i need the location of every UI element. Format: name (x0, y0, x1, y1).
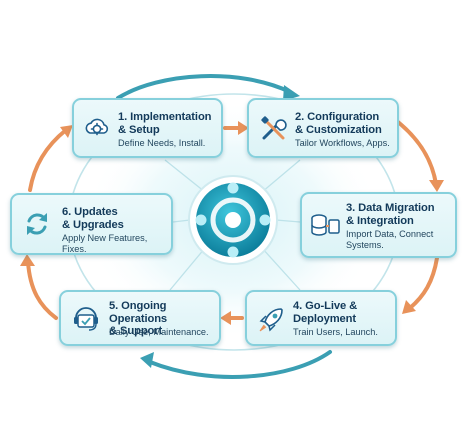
sync-icon (27, 213, 47, 235)
step-title: 1. Implementation & Setup (118, 111, 212, 136)
step-description: Import Data, Connect Systems. (346, 229, 434, 250)
arrow-2-3 (396, 120, 438, 186)
step-description: Daily Use, Maintenance. (109, 327, 209, 337)
step-description: Apply New Features, Fixes. (62, 233, 148, 254)
gear-cloud-icon (85, 118, 109, 136)
arrow-5-6 (26, 260, 58, 320)
center-hub (225, 212, 241, 228)
step-description: Train Users, Launch. (293, 327, 378, 337)
center-node-left (195, 214, 207, 226)
step-card-data-migration: 3. Data Migration & Integration Import D… (300, 192, 457, 258)
step-card-updates: 6. Updates & Upgrades Apply New Features… (10, 193, 173, 255)
step-title: 3. Data Migration & Integration (346, 202, 435, 227)
step-title: 2. Configuration & Customization (295, 111, 382, 136)
step-title: 4. Go-Live & Deployment (293, 300, 358, 325)
rocket-icon (259, 308, 283, 332)
step-description: Tailor Workflows, Apps. (295, 138, 390, 148)
step-card-configuration: 2. Configuration & Customization Tailor … (247, 98, 399, 158)
arrowheads (20, 85, 444, 368)
step-card-operations: 5. Ongoing Operations & Support Daily Us… (59, 290, 221, 346)
arrow-6-1 (28, 128, 68, 192)
arrow-bottom (148, 350, 332, 379)
connector-lines (164, 159, 301, 291)
step-card-go-live: 4. Go-Live & Deployment Train Users, Lau… (245, 290, 397, 346)
step-title: 6. Updates & Upgrades (62, 206, 124, 231)
step-description: Define Needs, Install. (118, 138, 206, 148)
center-c-ring (210, 197, 256, 243)
cycle-arrows (26, 74, 439, 379)
step-card-implementation: 1. Implementation & Setup Define Needs, … (72, 98, 223, 158)
arrow-3-4 (408, 256, 439, 310)
database-icon (311, 214, 340, 236)
tools-icon (261, 116, 287, 140)
dynamics-business-central-logo (188, 175, 278, 265)
center-node-right (259, 214, 271, 226)
center-node-top (227, 182, 239, 194)
headset-icon (74, 307, 98, 331)
arrow-top (116, 74, 292, 100)
step-title: 5. Ongoing Operations & Support (109, 300, 168, 337)
center-node-bottom (227, 246, 239, 258)
